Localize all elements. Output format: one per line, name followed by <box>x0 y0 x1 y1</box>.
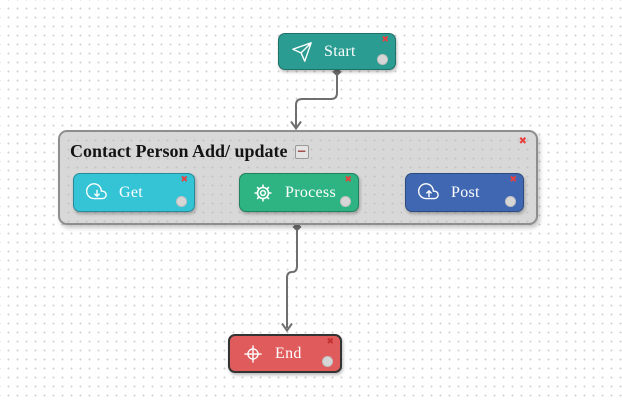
group-contact-person[interactable]: Contact Person Add/ update − ✖ Get ✖ <box>58 130 538 225</box>
node-label: End <box>275 344 302 362</box>
node-label: Process <box>285 183 336 201</box>
delete-node-icon[interactable]: ✖ <box>509 175 517 185</box>
node-start[interactable]: Start ✖ <box>278 33 396 70</box>
node-end[interactable]: End ✖ <box>228 334 342 373</box>
node-post[interactable]: Post ✖ <box>405 173 524 212</box>
node-label: Get <box>119 183 144 201</box>
connector-group-to-end[interactable] <box>281 222 302 333</box>
output-port[interactable] <box>377 54 388 65</box>
node-label: Start <box>324 42 356 60</box>
group-title: Contact Person Add/ update <box>70 141 288 161</box>
cloud-upload-icon <box>418 182 440 204</box>
gear-icon <box>252 182 274 204</box>
group-header: Contact Person Add/ update − <box>70 141 309 162</box>
output-port[interactable] <box>340 196 351 207</box>
send-icon <box>291 41 313 63</box>
output-port[interactable] <box>322 356 333 367</box>
node-get[interactable]: Get ✖ <box>73 173 195 212</box>
collapse-icon[interactable]: − <box>294 143 309 159</box>
output-port[interactable] <box>176 196 187 207</box>
output-port[interactable] <box>505 196 516 207</box>
delete-node-icon[interactable]: ✖ <box>381 35 389 45</box>
crosshair-icon <box>242 343 264 365</box>
connector-start-to-group[interactable] <box>290 67 342 131</box>
node-label: Post <box>451 183 480 201</box>
node-process[interactable]: Process ✖ <box>239 173 359 212</box>
delete-node-icon[interactable]: ✖ <box>326 337 334 347</box>
delete-node-icon[interactable]: ✖ <box>344 175 352 185</box>
delete-group-icon[interactable]: ✖ <box>518 136 527 147</box>
cloud-download-icon <box>86 182 108 204</box>
delete-node-icon[interactable]: ✖ <box>180 175 188 185</box>
